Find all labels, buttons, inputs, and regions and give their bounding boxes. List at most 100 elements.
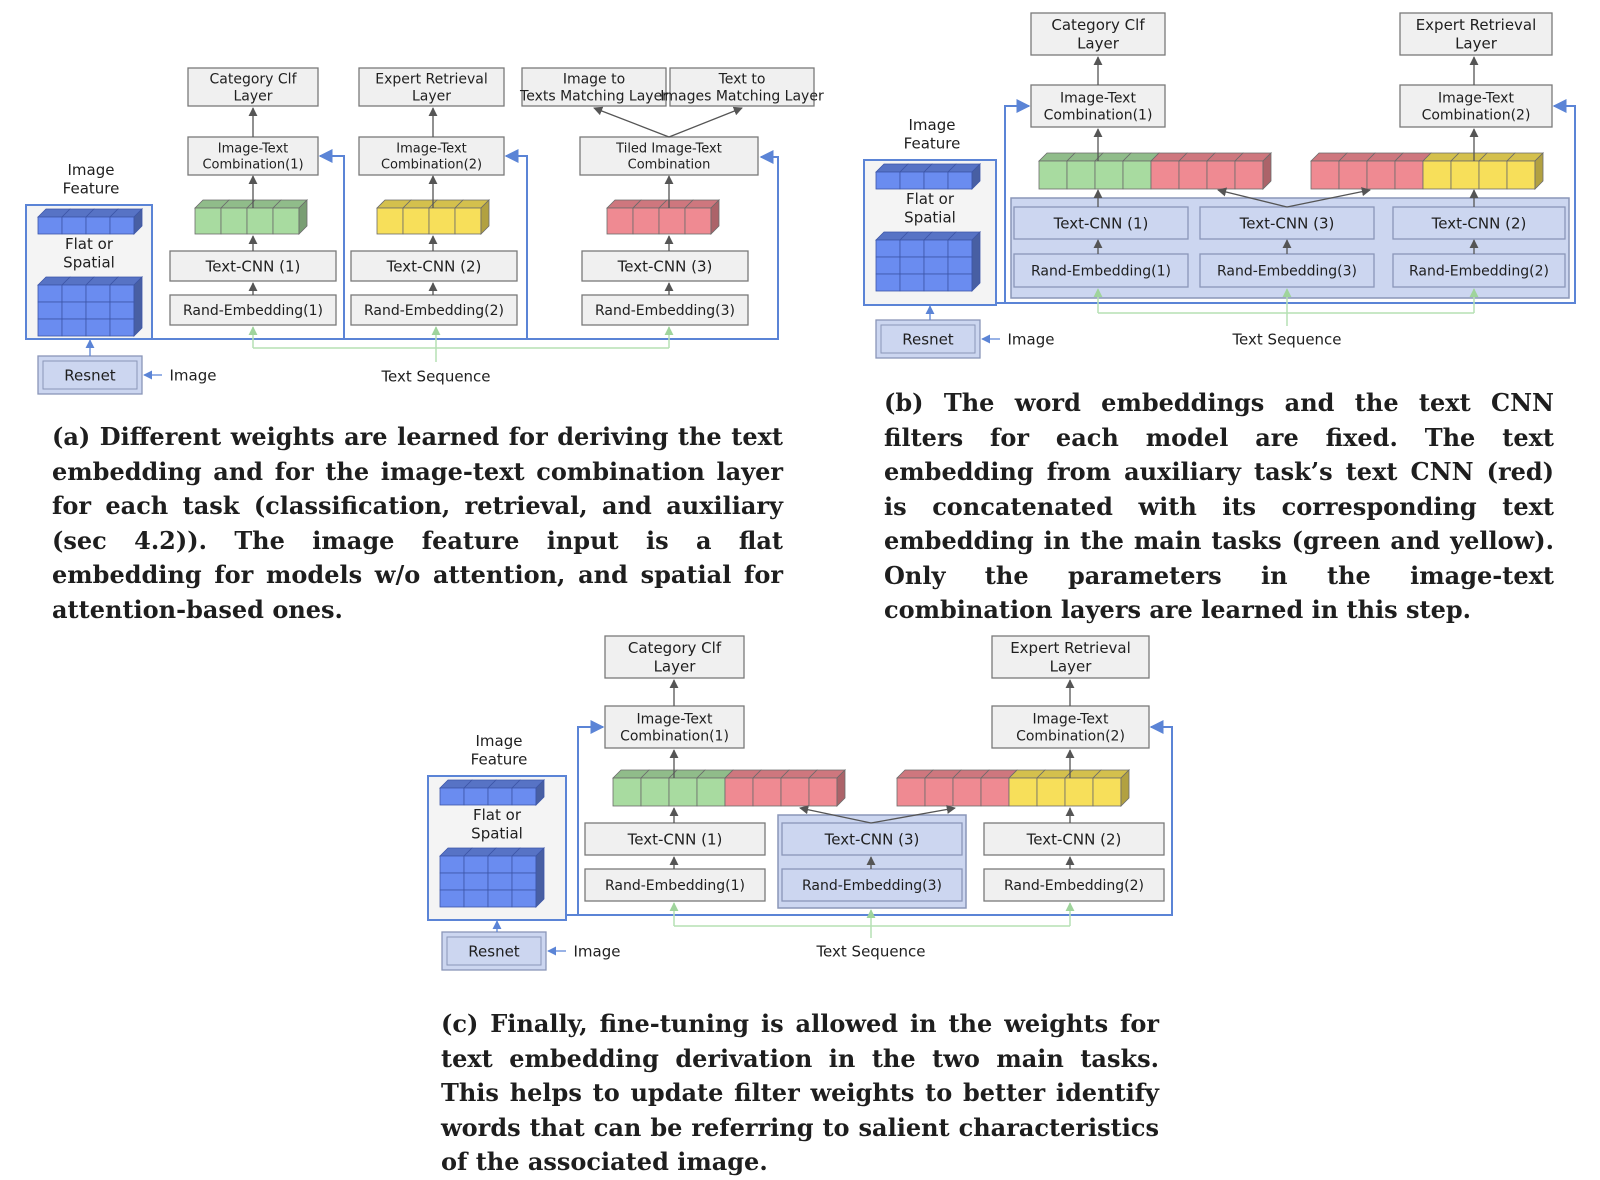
spatial-embedding-block-cell [463,855,489,874]
spatial-embedding-block-cell [487,889,513,908]
concat-embedding-2-cell [924,777,954,807]
caption-c: (c) Finally, fine-tuning is allowed in t… [441,1009,1159,1176]
concat-embedding-2-side [1120,769,1130,807]
resnet-label: Resnet [468,942,520,960]
rand-embedding-2-box [1392,253,1566,288]
concat-embedding-2-cell [896,777,926,807]
spatial-embedding-block-side [133,276,143,337]
flat-embedding-block-cell [899,171,925,190]
image-feature-route [1005,99,1576,304]
spatial-embedding-block-side [971,231,981,292]
concat-embedding-2-cell [1092,777,1122,807]
spatial-embedding-block-cell [61,284,87,303]
concat-embedding-1-cell [752,777,782,807]
concat-embedding-1-cell [612,777,642,807]
spatial-embedding-block-cell [511,855,537,874]
spatial-embedding-block-cell [85,301,111,320]
spatial-embedding-block-cell [899,256,925,275]
concat-embedding-1-cell [780,777,810,807]
concat-embedding-1-cell [668,777,698,807]
rand-embedding-3-label: Rand-Embedding(3) [595,303,735,319]
concat-embedding-2-cell [1506,160,1536,190]
spatial-embedding-block-cell [109,318,135,337]
text-embedding-yellow-cell [402,207,430,235]
spatial-embedding-block-cell [511,889,537,908]
concat-embedding-1-cell [724,777,754,807]
text-cnn-2-label: Text-CNN (2) [1431,214,1527,232]
resnet-inner [880,324,976,354]
concat-embedding-2-cell [1422,160,1452,190]
text-embedding-red-side [710,199,720,235]
spatial-embedding-block-cell [923,256,949,275]
resnet-label: Resnet [64,366,116,384]
text-sequence-label: Text Sequence [380,367,490,385]
category-clf-layer-box [187,67,319,107]
image-text-combination-1-box [604,705,745,749]
concat-embedding-1 [612,769,846,807]
text-to-images-matching-layer-box [669,67,815,107]
rand-embedding-1-box [584,868,766,902]
image-label: Image [1008,330,1055,348]
spatial-embedding-block-cell [875,273,901,292]
expert-retrieval-layer-box [1399,12,1553,56]
text-embedding-yellow-cell [454,207,482,235]
rand-embedding-1-box [1013,253,1189,288]
spatial-embedding-block [875,231,981,292]
spatial-embedding-block-cell [439,855,465,874]
spatial-embedding-block-cell [463,889,489,908]
flat-embedding-block-cell [37,216,63,235]
text-cnn-1-label: Text-CNN (1) [1053,214,1149,232]
text-embedding-green [194,199,308,235]
arrow [799,805,872,824]
spatial-embedding-block-cell [511,872,537,891]
concat-embedding-1-cell [1066,160,1096,190]
spatial-embedding-block-cell [439,872,465,891]
concat-embedding-2-cell [1450,160,1480,190]
text-embedding-yellow-cell [428,207,456,235]
concat-embedding-1-cell [696,777,726,807]
concat-embedding-2-cell [980,777,1010,807]
text-cnn-1-box [169,250,337,282]
flat-embedding-block-side [133,208,143,235]
rand-embedding-3-label: Rand-Embedding(3) [1217,263,1357,279]
text-embedding-yellow [376,199,490,235]
arrow [870,804,956,824]
concat-embedding-1-cell [1122,160,1152,190]
arrow [593,106,670,138]
image-feature-route [318,149,345,339]
spatial-embedding-block-cell [875,256,901,275]
concat-embedding-2-cell [1036,777,1066,807]
text-cnn-2-box [983,822,1165,856]
spatial-embedding-block-cell [947,273,973,292]
spatial-embedding-block-cell [899,273,925,292]
text-embedding-red-cell [684,207,712,235]
text-cnn-2-label: Text-CNN (2) [1026,830,1122,848]
image-feature-route [152,150,779,340]
rand-embedding-3-box [781,868,963,902]
spatial-embedding-block [439,847,545,908]
flat-embedding-block-cell [439,787,465,806]
flat-embedding-block-side [971,163,981,190]
spatial-embedding-block-cell [947,239,973,258]
rand-embedding-2-box [983,868,1165,902]
rand-embedding-2-label: Rand-Embedding(2) [1004,878,1144,894]
text-cnn-1-label: Text-CNN (1) [627,830,723,848]
text-cnn-2-label: Text-CNN (2) [386,257,482,275]
spatial-embedding-block-cell [875,239,901,258]
arrow [1286,187,1371,208]
concat-embedding-1-cell [1178,160,1208,190]
